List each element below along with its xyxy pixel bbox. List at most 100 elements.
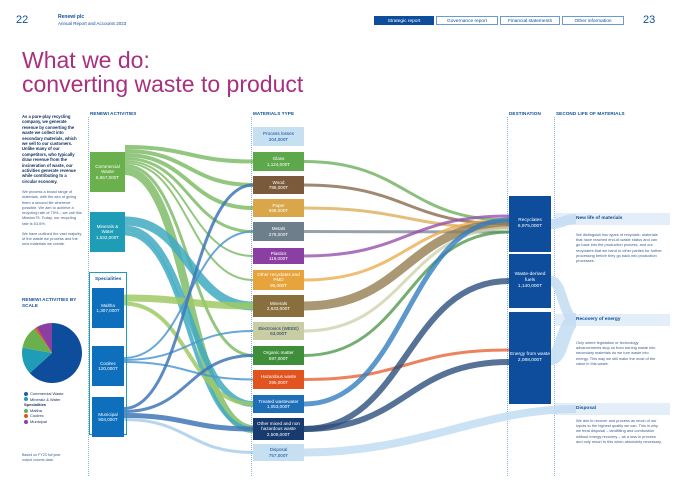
legend-item: Maltha bbox=[24, 408, 64, 414]
title-line-1: What we do: bbox=[22, 47, 150, 73]
material-name: Process losses bbox=[263, 131, 294, 137]
intro-paragraph-2: We have outlined the vast majority of th… bbox=[22, 230, 82, 247]
activity-value: 1,532,000T bbox=[95, 234, 120, 240]
activity-value: 120,000T bbox=[98, 366, 118, 371]
activity-name: Municipal bbox=[98, 411, 118, 417]
destination-recyclates[interactable]: Recyclates 6,975,000T bbox=[509, 196, 551, 252]
pie-slice-commercial-waste bbox=[29, 323, 82, 383]
flow-activity-3-material-8 bbox=[123, 330, 254, 361]
flow-material-10-destination-2 bbox=[303, 348, 510, 381]
specialities-label: Specialities bbox=[95, 276, 122, 281]
flow-destination-2-second-life bbox=[548, 313, 579, 365]
pie-slice-municipal bbox=[36, 323, 52, 353]
material-name: Metals bbox=[271, 226, 286, 232]
tab-governance-report[interactable]: Governance report bbox=[436, 16, 498, 25]
page-number-left: 22 bbox=[16, 14, 29, 26]
intro-lead: As a pure-play recycling company, we gen… bbox=[22, 114, 77, 184]
pie-slice-maltha bbox=[22, 328, 52, 353]
divider-second-life bbox=[554, 117, 555, 476]
legend-item: Commercial Waste bbox=[24, 391, 64, 397]
activity-commercial-waste[interactable]: Commercial Waste 6,657,000T bbox=[90, 152, 125, 192]
activity-name: Minerals & Water bbox=[96, 223, 119, 235]
flow-activity-4-material-13 bbox=[123, 418, 254, 454]
header-renewi-activities: RENEWI ACTIVITIES bbox=[90, 111, 137, 116]
tab-other-information[interactable]: Other information bbox=[562, 16, 624, 25]
divider-destination bbox=[507, 117, 508, 476]
activity-minerals-water[interactable]: Minerals & Water 1,532,000T bbox=[90, 212, 125, 252]
destination-name: Waste-derived fuels bbox=[514, 272, 546, 284]
report-name: Annual Report and Accounts 2023 bbox=[58, 20, 127, 26]
flow-material-11-destination-0 bbox=[303, 217, 510, 407]
material-name: Hazardous waste bbox=[260, 374, 297, 380]
destination-waste-derived-fuels[interactable]: Waste-derived fuels 1,140,000T bbox=[509, 254, 551, 308]
second-life-band-3 bbox=[555, 403, 670, 415]
destination-name: Energy from waste bbox=[510, 352, 550, 358]
scale-legend: Commercial Waste Mineralz & Water Specia… bbox=[24, 391, 64, 425]
flow-material-6-destination-0 bbox=[303, 218, 510, 282]
intro-text: As a pure-play recycling company, we gen… bbox=[22, 114, 82, 246]
flow-activity-0-material-3 bbox=[124, 153, 254, 210]
flow-activity-1-material-12 bbox=[124, 231, 254, 431]
legend-item: Coolrec bbox=[24, 413, 64, 419]
header-materials-type: MATERIALS TYPE bbox=[253, 111, 295, 116]
material-value: 96,000T bbox=[270, 282, 287, 288]
activity-name: Maltha bbox=[101, 302, 115, 308]
material-value: 119,000T bbox=[268, 256, 289, 261]
material-name: Treated wastewater bbox=[258, 398, 299, 404]
second-life-band-1 bbox=[555, 213, 670, 225]
activity-value: 1,307,000T bbox=[96, 308, 120, 313]
material-value: 2,633,000T bbox=[266, 306, 291, 311]
destination-energy-from-waste[interactable]: Energy from waste 2,088,000T bbox=[509, 312, 551, 404]
scale-pie-chart bbox=[21, 323, 82, 383]
tab-financial-statements[interactable]: Financial statements bbox=[500, 16, 560, 25]
flow-material-8-destination-0 bbox=[303, 226, 510, 333]
legend-dot bbox=[24, 408, 28, 413]
activity-maltha[interactable]: Maltha 1,307,000T bbox=[92, 288, 124, 328]
material-name: Other mixed and non hazardous waste bbox=[257, 420, 300, 432]
activity-name: Commercial Waste bbox=[95, 163, 120, 175]
activity-name: Coolrec bbox=[100, 360, 116, 366]
flow-activity-1-material-11 bbox=[124, 225, 254, 407]
divider-materials bbox=[251, 117, 252, 476]
second-life-band-2 bbox=[555, 314, 670, 326]
activity-coolrec[interactable]: Coolrec 120,000T bbox=[92, 346, 124, 386]
legend-dot bbox=[24, 391, 28, 396]
material-name: Plastics bbox=[270, 250, 287, 256]
material-name: Other recyclates and PMD bbox=[257, 271, 300, 283]
second-life-text-2: Only where legislation or technology adv… bbox=[576, 340, 656, 366]
activity-municipal[interactable]: Municipal 904,000T bbox=[92, 397, 124, 437]
destination-value: 6,975,000T bbox=[517, 224, 543, 229]
material-value: 1,053,000T bbox=[266, 404, 291, 409]
activity-value: 904,000T bbox=[98, 417, 118, 422]
intro-paragraph-1: We process a broad range of materials, w… bbox=[22, 189, 82, 226]
material-electronics-weee[interactable]: Electronics (WEEE)63,000T bbox=[253, 322, 304, 340]
legend-dot bbox=[24, 414, 28, 419]
pie-slice-coolrec bbox=[34, 327, 52, 353]
second-life-title-1: New life of materials bbox=[576, 216, 623, 221]
tab-strategic-report[interactable]: Strategic report bbox=[374, 16, 434, 25]
flow-activity-4-material-12 bbox=[123, 413, 254, 432]
legend-group-label: Specialities bbox=[24, 402, 47, 408]
report-masthead: Renewi plc Annual Report and Accounts 20… bbox=[58, 14, 126, 26]
material-value: 2,508,000T bbox=[266, 431, 291, 437]
header-second-life: SECOND LIFE OF MATERIALS bbox=[556, 111, 625, 116]
material-name: Glass bbox=[272, 156, 285, 162]
flow-activity-0-material-6 bbox=[124, 162, 254, 281]
flow-material-1-destination-0 bbox=[303, 160, 510, 222]
second-life-text-3: We aim to recover and process as much of… bbox=[576, 418, 662, 444]
footnote: Based on FY23 full year output volume da… bbox=[22, 453, 61, 462]
